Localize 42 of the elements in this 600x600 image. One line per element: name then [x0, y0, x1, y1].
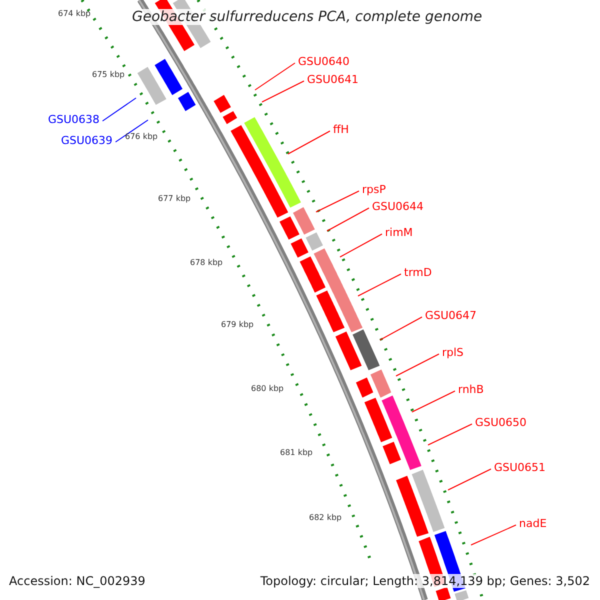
gene-label: GSU0651 — [494, 461, 546, 474]
leader-line — [326, 208, 370, 232]
gene-label: GSU0650 — [475, 416, 527, 429]
gene-label: rnhB — [458, 383, 484, 396]
leader-line — [428, 424, 472, 446]
gene-label: ffH — [333, 123, 349, 136]
leader-line — [262, 80, 304, 102]
scale-label: 674 kbp — [58, 9, 91, 18]
scale-label: 676 kbp — [125, 132, 158, 141]
gene-label: trmD — [404, 266, 432, 279]
leader-line — [316, 190, 360, 212]
scale-label: 679 kbp — [221, 320, 254, 329]
leader-line — [288, 130, 330, 154]
leader-line — [412, 390, 456, 412]
leader-line — [115, 120, 148, 142]
leader-line — [380, 316, 422, 340]
gene-label: GSU0638 — [48, 113, 100, 126]
scale-label: 677 kbp — [158, 194, 191, 203]
leader-line — [470, 524, 516, 546]
gene-label: GSU0644 — [372, 200, 424, 213]
gene-label: GSU0641 — [307, 73, 359, 86]
scale-label: 680 kbp — [251, 384, 284, 393]
title: Geobacter sulfurreducens PCA, complete genome — [132, 9, 482, 25]
scale-label: 681 kbp — [280, 448, 313, 457]
scale-label: 675 kbp — [92, 70, 125, 79]
gene-label: GSU0640 — [298, 55, 350, 68]
scale-label: 678 kbp — [190, 258, 223, 267]
gene-label: GSU0647 — [425, 309, 477, 322]
gene-label: rimM — [385, 226, 413, 239]
leader-line — [448, 468, 492, 490]
leader-line — [102, 98, 136, 122]
gene-label: nadE — [519, 517, 547, 530]
leader-line — [396, 354, 440, 376]
gene-label: rpsP — [362, 183, 386, 196]
leader-line — [254, 62, 296, 90]
scale-label: 682 kbp — [309, 513, 342, 522]
leader-line — [358, 274, 402, 296]
gene-label: GSU0639 — [61, 134, 113, 147]
leader-line — [340, 234, 382, 258]
accession-label: Accession: NC_002939 — [9, 574, 146, 588]
genome-info-label: Topology: circular; Length: 3,814,139 bp; Genes: 3,502 — [260, 574, 590, 588]
gene-label: rplS — [442, 346, 464, 359]
